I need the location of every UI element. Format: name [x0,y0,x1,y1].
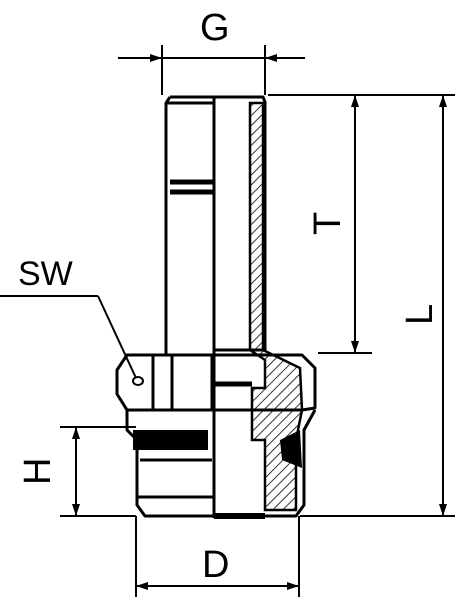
dimension-SW [0,295,144,386]
label-L: L [399,304,441,325]
dimension-H [60,426,136,517]
dimension-G [118,45,305,95]
o-ring [133,430,208,450]
dimension-D [135,516,300,597]
label-G: G [200,7,230,49]
label-T: T [307,212,349,235]
dimension-L [300,95,455,517]
section-hatch [245,101,304,512]
label-SW: SW [18,255,73,293]
fitting-body [115,95,317,519]
dimension-T [268,94,455,354]
label-H: H [17,458,59,485]
thread-body [125,409,317,518]
label-D: D [202,544,229,586]
